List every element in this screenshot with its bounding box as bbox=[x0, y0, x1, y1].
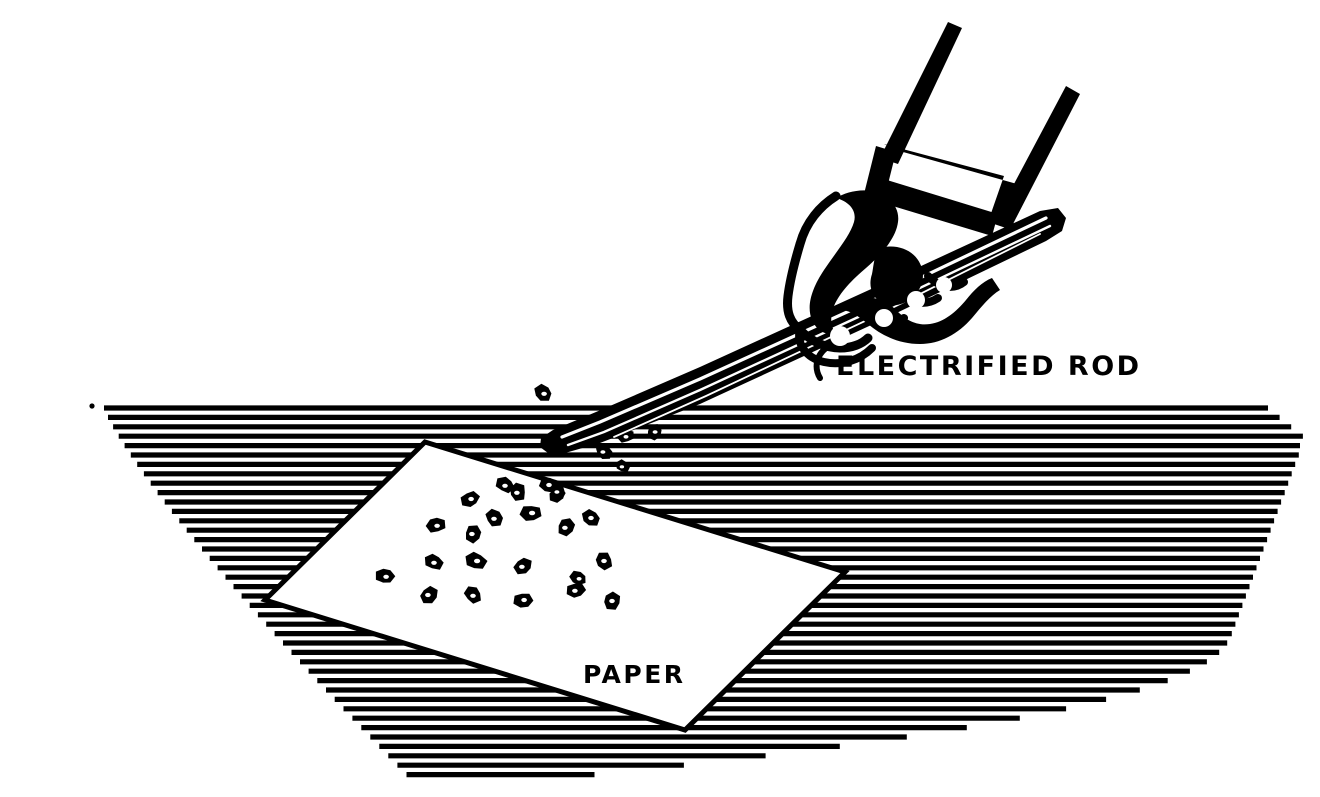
paper-bit bbox=[495, 476, 515, 494]
paper-bit bbox=[513, 557, 532, 575]
rod-label-group: ELECTRIFIED ROD bbox=[813, 345, 1142, 382]
paper-bit bbox=[463, 586, 481, 604]
paper-bit bbox=[420, 585, 438, 604]
rod-label: ELECTRIFIED ROD bbox=[836, 351, 1142, 382]
paper-bit bbox=[534, 383, 552, 401]
paper-bit bbox=[569, 570, 586, 586]
attracted-paper-bits bbox=[534, 383, 662, 472]
stray-dot bbox=[89, 403, 95, 409]
paper-bit bbox=[485, 508, 503, 527]
paper-bit bbox=[558, 518, 576, 537]
paper-bit bbox=[460, 491, 480, 507]
paper-bit bbox=[596, 443, 613, 459]
hand bbox=[783, 190, 1000, 368]
paper-bit bbox=[465, 551, 488, 569]
paper-bit bbox=[375, 568, 396, 583]
paper-bit bbox=[425, 517, 446, 533]
paper-sheet bbox=[260, 439, 850, 733]
paper-bit bbox=[466, 525, 482, 544]
paper-surface bbox=[260, 439, 850, 733]
forearm bbox=[880, 22, 1080, 222]
paper-bit bbox=[615, 459, 631, 472]
paper-bit bbox=[424, 553, 444, 570]
paper-bit bbox=[510, 482, 525, 501]
paper-bit bbox=[581, 509, 600, 526]
paper-label: PAPER bbox=[583, 660, 686, 689]
paper-bit bbox=[566, 583, 587, 598]
paper-bit bbox=[513, 593, 534, 608]
paper-bit bbox=[595, 552, 613, 571]
paper-bit bbox=[604, 591, 621, 610]
paper-bits bbox=[375, 476, 621, 610]
paper-bit bbox=[647, 424, 662, 441]
paper-bit bbox=[519, 506, 542, 521]
paper-bit bbox=[550, 483, 565, 500]
